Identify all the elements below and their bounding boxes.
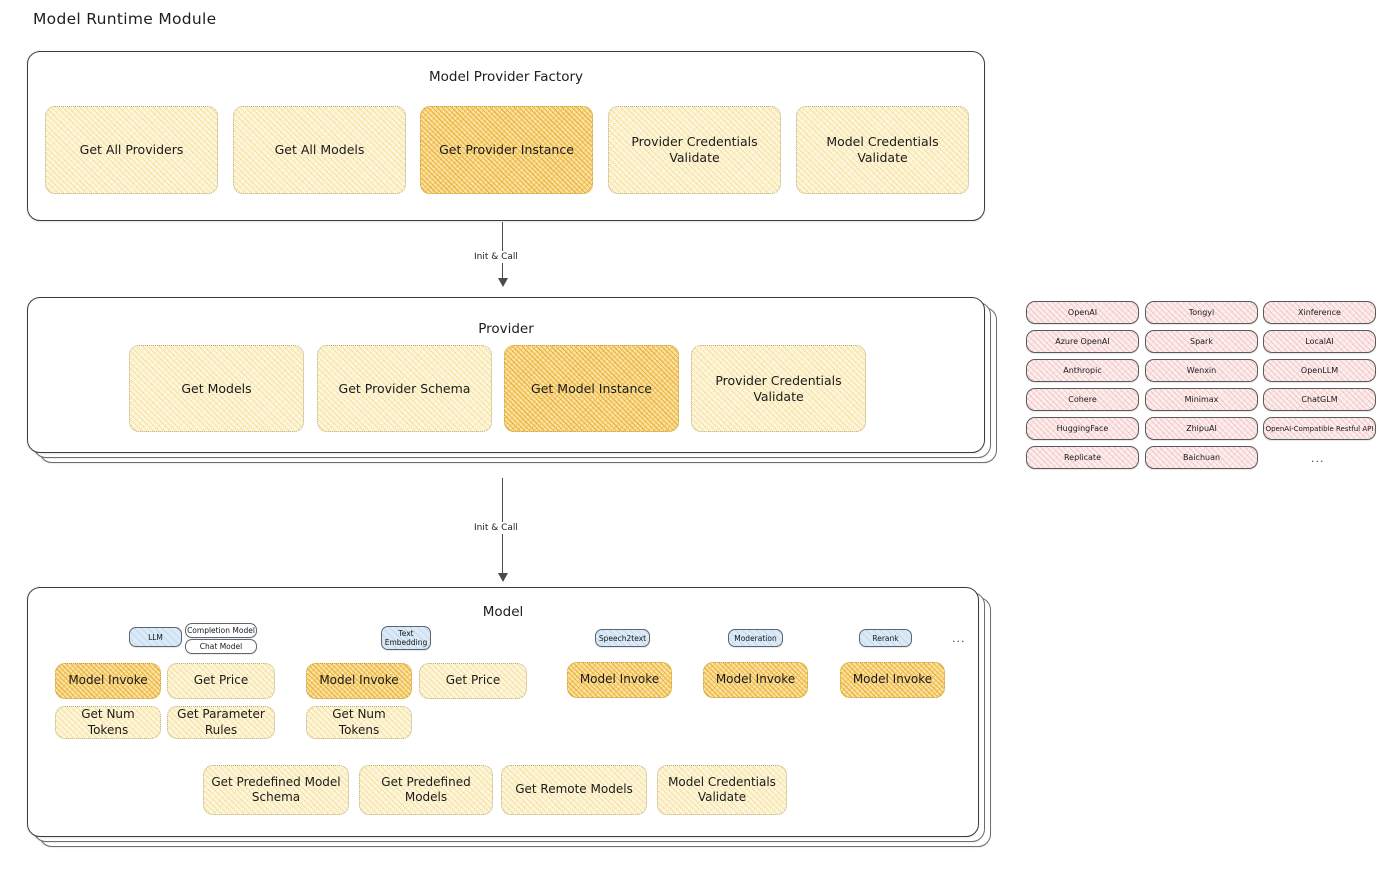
factory-method-get-all-providers[interactable]: Get All Providers xyxy=(45,106,218,194)
provider-vendor-baichuan[interactable]: Baichuan xyxy=(1145,446,1258,469)
provider-vendor-huggingface[interactable]: HuggingFace xyxy=(1026,417,1139,440)
model-type-tag-text-embedding[interactable]: Text Embedding xyxy=(381,626,431,650)
model-method-model-credentials-validate[interactable]: Model Credentials Validate xyxy=(657,765,787,815)
model-type-tag-rerank[interactable]: Rerank xyxy=(859,629,912,647)
speech2text-method-model-invoke[interactable]: Model Invoke xyxy=(567,662,672,698)
provider-method-get-model-instance[interactable]: Get Model Instance xyxy=(504,345,679,432)
model-type-tag-moderation[interactable]: Moderation xyxy=(728,629,783,647)
provider-vendor-wenxin[interactable]: Wenxin xyxy=(1145,359,1258,382)
provider-vendor-localai[interactable]: LocalAI xyxy=(1263,330,1376,353)
rerank-method-model-invoke[interactable]: Model Invoke xyxy=(840,662,945,698)
model-method-get-predefined-model-schema[interactable]: Get Predefined Model Schema xyxy=(203,765,349,815)
factory-method-get-provider-instance[interactable]: Get Provider Instance xyxy=(420,106,593,194)
provider-vendor-spark[interactable]: Spark xyxy=(1145,330,1258,353)
model-type-list-ellipsis: ... xyxy=(952,632,966,645)
llm-method-get-num-tokens[interactable]: Get Num Tokens xyxy=(55,706,161,739)
factory-method-provider-credentials-validate[interactable]: Provider Credentials Validate xyxy=(608,106,781,194)
text-embedding-method-get-price[interactable]: Get Price xyxy=(419,663,527,699)
provider-vendor-zhipuai[interactable]: ZhipuAI xyxy=(1145,417,1258,440)
provider-vendor-openai-compatible-restful-api[interactable]: OpenAI-Compatible Restful API xyxy=(1263,417,1376,440)
model-method-get-remote-models[interactable]: Get Remote Models xyxy=(501,765,647,815)
arrow-provider-to-model-label: Init & Call xyxy=(470,522,522,534)
llm-method-model-invoke[interactable]: Model Invoke xyxy=(55,663,161,699)
arrow-factory-to-provider-head xyxy=(498,278,508,287)
arrow-factory-to-provider-label: Init & Call xyxy=(470,251,522,263)
text-embedding-method-model-invoke[interactable]: Model Invoke xyxy=(306,663,412,699)
provider-vendor-chatglm[interactable]: ChatGLM xyxy=(1263,388,1376,411)
llm-method-get-parameter-rules[interactable]: Get Parameter Rules xyxy=(167,706,275,739)
provider-vendor-replicate[interactable]: Replicate xyxy=(1026,446,1139,469)
model-type-subtag-completion-model[interactable]: Completion Model xyxy=(185,623,257,638)
page-title: Model Runtime Module xyxy=(33,10,217,28)
model-type-tag-llm[interactable]: LLM xyxy=(129,627,182,647)
provider-vendor-cohere[interactable]: Cohere xyxy=(1026,388,1139,411)
moderation-method-model-invoke[interactable]: Model Invoke xyxy=(703,662,808,698)
model-type-subtag-chat-model[interactable]: Chat Model xyxy=(185,639,257,654)
provider-method-get-models[interactable]: Get Models xyxy=(129,345,304,432)
llm-method-get-price[interactable]: Get Price xyxy=(167,663,275,699)
factory-method-get-all-models[interactable]: Get All Models xyxy=(233,106,406,194)
provider-vendor-minimax[interactable]: Minimax xyxy=(1145,388,1258,411)
arrow-provider-to-model-head xyxy=(498,573,508,582)
provider-vendor-tongyi[interactable]: Tongyi xyxy=(1145,301,1258,324)
provider-vendor-openllm[interactable]: OpenLLM xyxy=(1263,359,1376,382)
provider-vendor-azure-openai[interactable]: Azure OpenAI xyxy=(1026,330,1139,353)
model-method-get-predefined-models[interactable]: Get Predefined Models xyxy=(359,765,493,815)
model-title: Model xyxy=(482,604,524,620)
factory-method-model-credentials-validate[interactable]: Model Credentials Validate xyxy=(796,106,969,194)
model-provider-factory-title: Model Provider Factory xyxy=(428,69,583,85)
provider-vendor-list-ellipsis: ... xyxy=(1311,452,1325,465)
provider-vendor-openai[interactable]: OpenAI xyxy=(1026,301,1139,324)
text-embedding-method-get-num-tokens[interactable]: Get Num Tokens xyxy=(306,706,412,739)
model-type-tag-speech2text[interactable]: Speech2text xyxy=(595,629,650,647)
provider-method-get-provider-schema[interactable]: Get Provider Schema xyxy=(317,345,492,432)
provider-vendor-anthropic[interactable]: Anthropic xyxy=(1026,359,1139,382)
provider-title: Provider xyxy=(478,321,534,337)
provider-vendor-xinference[interactable]: Xinference xyxy=(1263,301,1376,324)
provider-method-provider-credentials-validate[interactable]: Provider Credentials Validate xyxy=(691,345,866,432)
